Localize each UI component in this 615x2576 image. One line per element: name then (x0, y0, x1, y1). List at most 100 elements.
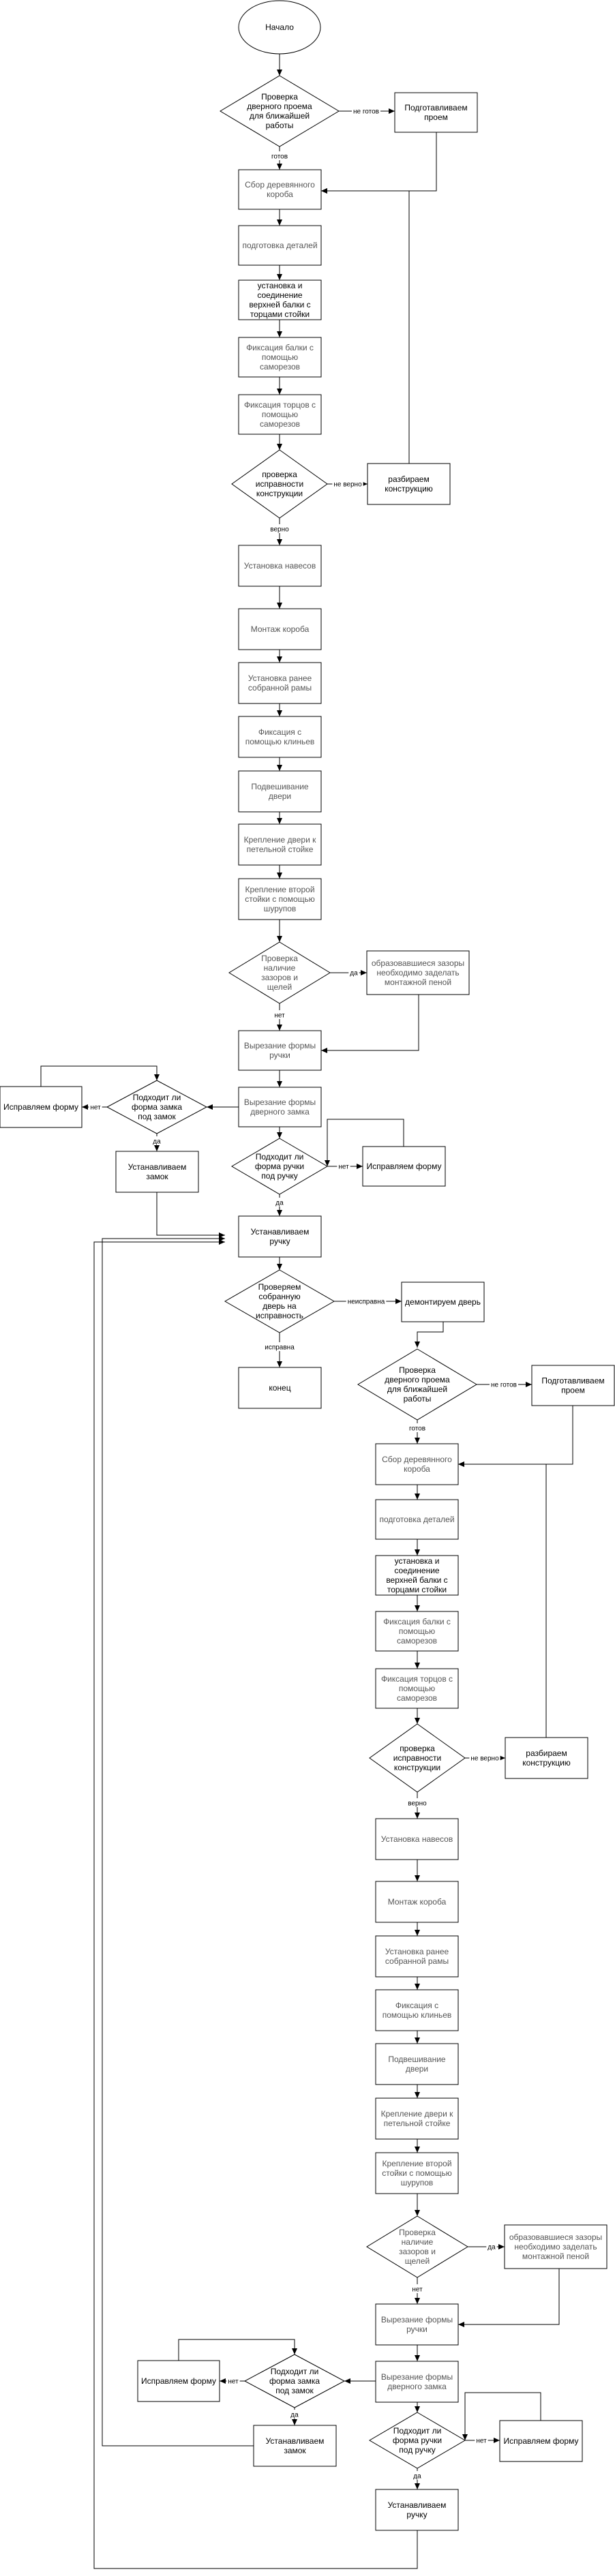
edge-label-yes-handle-2: да (412, 2471, 423, 2481)
edge-label-no-handle: нет (337, 1162, 350, 1171)
svg-text:верно: верно (408, 1800, 427, 1808)
edge-label-incorrect: не верно (332, 479, 363, 489)
flow-arrow (458, 2269, 560, 2327)
flow-arrow (102, 1236, 254, 2446)
svg-text:да: да (153, 1138, 161, 1146)
dismantle-door-step: демонтируем дверь (401, 1282, 485, 1322)
prepare-parts-step-2-label: подготовка деталей (379, 1515, 454, 1524)
svg-text:не верно: не верно (333, 481, 362, 489)
install-hinges-step-2: Установка навесов (375, 1818, 459, 1860)
fix-handle-form-step: Исправляем форму (362, 1146, 446, 1187)
mount-box-step-2: Монтаж короба (375, 1881, 459, 1923)
svg-text:не верно: не верно (470, 1755, 499, 1763)
flow-arrow (321, 132, 437, 194)
flow-arrow (321, 188, 410, 464)
edge-label-no: нет (273, 1010, 286, 1020)
svg-text:нет: нет (228, 2378, 239, 2386)
edge-label-no-lock: нет (89, 1102, 102, 1112)
edge-label-no-handle-2: нет (475, 2436, 488, 2445)
svg-text:нет: нет (338, 1164, 349, 1171)
install-hinges-step-label: Установка навесов (244, 561, 316, 571)
svg-text:нет: нет (412, 2286, 423, 2294)
end-node-label: конец (269, 1383, 290, 1393)
edge-label-faulty: неисправна (346, 1297, 387, 1306)
svg-text:нет: нет (476, 2438, 487, 2445)
fix-lock-form-step-label: Исправляем форму (3, 1102, 78, 1112)
svg-text:да: да (487, 2244, 496, 2252)
flow-arrow (325, 1119, 404, 1166)
fix-handle-form-step-2-label: Исправляем форму (504, 2436, 579, 2446)
flow-arrow (458, 1461, 547, 1738)
prepare-parts-step-2: подготовка деталей (375, 1499, 459, 1540)
edge-label-no-lock-2: нет (226, 2376, 240, 2386)
edge-label-yes-lock-2: да (289, 2410, 300, 2419)
flow-arrow (178, 2339, 297, 2361)
svg-text:готов: готов (271, 153, 288, 161)
edge-label-correct: верно (269, 524, 290, 534)
dismantle-door-step-label: демонтируем дверь (405, 1297, 481, 1307)
svg-text:верно: верно (270, 526, 289, 534)
flowchart-edges (40, 54, 573, 2569)
svg-text:да: да (350, 970, 358, 978)
fix-lock-form-step-2-label: Исправляем форму (141, 2376, 216, 2386)
fix-handle-form-step-label: Исправляем форму (367, 1162, 442, 1171)
fix-lock-form-step: Исправляем форму (0, 1086, 82, 1128)
svg-text:готов: готов (409, 1425, 425, 1433)
mount-box-step: Монтаж короба (238, 608, 322, 650)
start-node-label: Начало (265, 22, 294, 32)
